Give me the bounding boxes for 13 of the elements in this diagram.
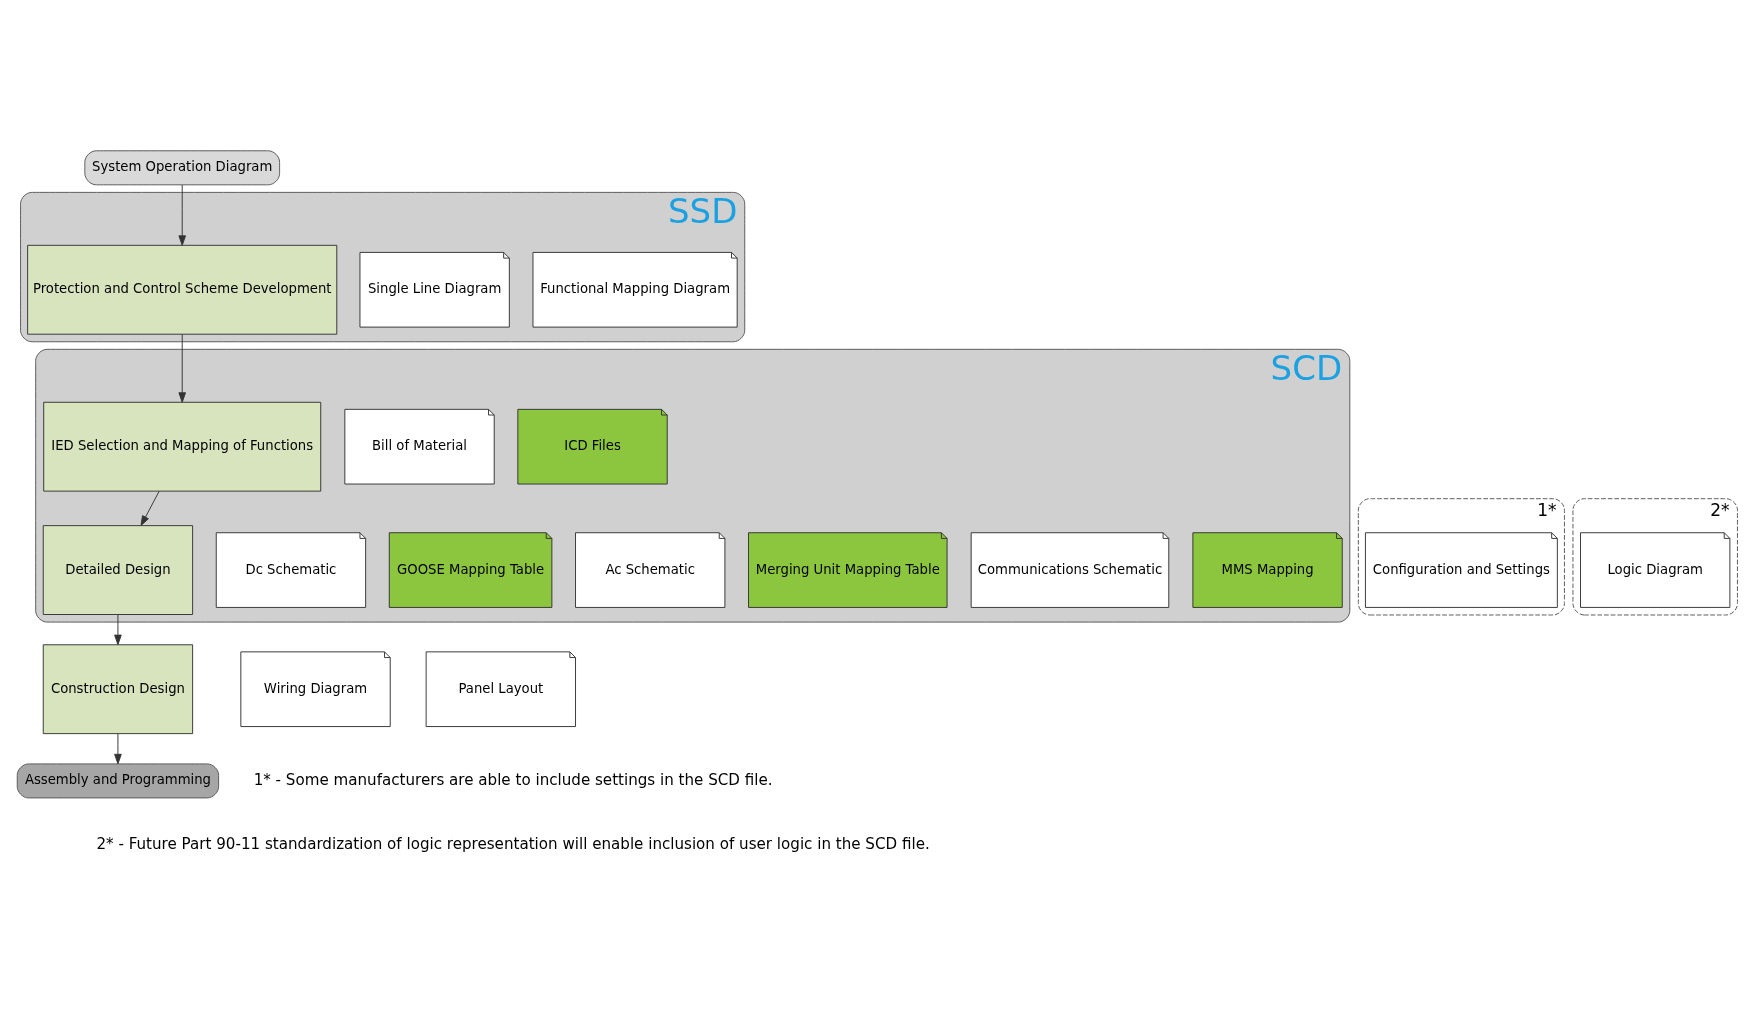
node-box: Detailed Design [42,524,194,615]
node-box: Protection and Control Scheme Development [27,244,338,335]
arrow [178,333,186,403]
label: 2* - Future Part 90-11 standardization of logic representation will enable inclusion of user logic in the SCD file. [96,834,930,853]
arrow [114,732,122,764]
node-box: Construction Design [42,643,194,734]
label: 1* - Some manufacturers are able to include settings in the SCD file. [253,770,773,788]
node-box: System Operation Diagram [84,149,281,185]
node-box: IED Selection and Mapping of Functions [43,401,322,492]
arrow [114,613,122,645]
node-box: Assembly and Programming [16,762,220,798]
arrow [178,183,186,246]
arrow [140,490,160,526]
